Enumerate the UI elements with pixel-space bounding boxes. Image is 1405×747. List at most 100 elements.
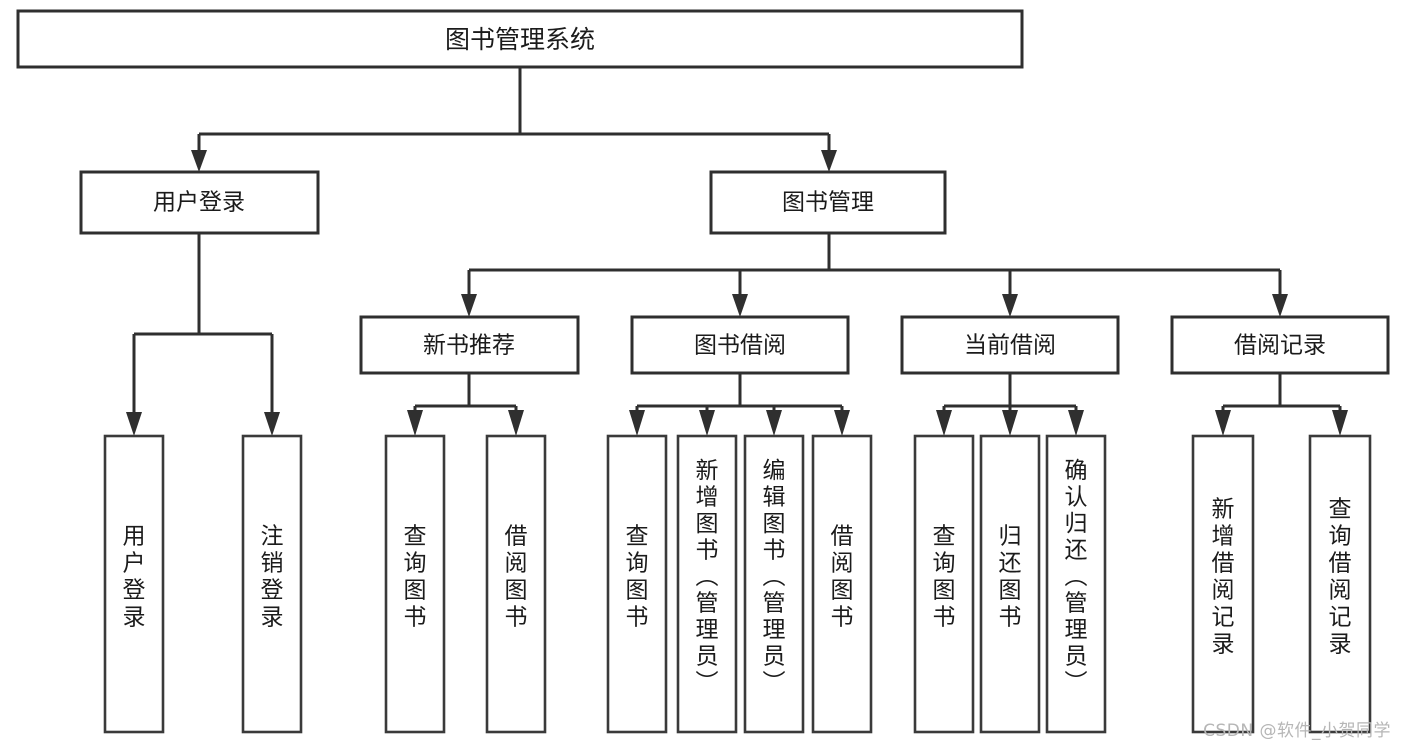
leaf-char: 图 xyxy=(933,578,956,604)
leaf-char: 借 xyxy=(505,524,528,550)
leaf-box-1[interactable] xyxy=(241,434,303,734)
leaf-char: ︵ xyxy=(763,564,786,590)
leaf-box-10[interactable] xyxy=(1045,434,1107,734)
leaf-node-9[interactable]: 归还图书 xyxy=(979,434,1041,734)
leaf-label-11: 新增借阅记录 xyxy=(1212,497,1235,658)
l1-1-box[interactable] xyxy=(709,170,947,235)
leaf-box-5[interactable] xyxy=(676,434,738,734)
arrowhead-leaf-11 xyxy=(1215,410,1231,436)
node-l2-0[interactable]: 新书推荐 xyxy=(359,315,580,375)
arrowhead-to-book-management xyxy=(821,150,837,172)
leaf-box-8[interactable] xyxy=(913,434,975,734)
leaf-label-2: 查询图书 xyxy=(404,524,427,631)
arrowhead-leaf-7 xyxy=(834,410,850,436)
arrowhead-new-book-rec xyxy=(461,294,477,317)
node-l1-1[interactable]: 图书管理 xyxy=(709,170,947,235)
l2-1-box[interactable] xyxy=(630,315,850,375)
leaf-char: 编 xyxy=(763,458,786,484)
leaf-char: 录 xyxy=(123,605,146,631)
leaf-char: 书 xyxy=(404,605,427,631)
leaf-char: 户 xyxy=(123,551,146,577)
leaf-box-6[interactable] xyxy=(743,434,805,734)
leaf-char: 图 xyxy=(505,578,528,604)
leaf-char: 销 xyxy=(261,551,284,577)
leaf-char: 阅 xyxy=(831,551,854,577)
leaf-char: ︵ xyxy=(696,564,719,590)
leaf-char: 书 xyxy=(999,605,1022,631)
arrowhead-leaf-9 xyxy=(1002,410,1018,436)
leaf-char: 新 xyxy=(696,458,719,484)
arrowhead-leaf-5 xyxy=(699,410,715,436)
leaf-char: 录 xyxy=(261,605,284,631)
leaf-char: 阅 xyxy=(505,551,528,577)
arrowhead-leaf-6 xyxy=(766,410,782,436)
leaf-node-8[interactable]: 查询图书 xyxy=(913,434,975,734)
l2-0-box[interactable] xyxy=(359,315,580,375)
leaf-box-7[interactable] xyxy=(811,434,873,734)
leaf-char: 借 xyxy=(831,524,854,550)
leaf-char: 询 xyxy=(933,551,956,577)
leaf-char: 理 xyxy=(763,617,786,643)
leaf-char: ︶ xyxy=(763,670,786,696)
leaf-box-3[interactable] xyxy=(485,434,547,734)
leaf-char: 查 xyxy=(404,524,427,550)
leaf-node-4[interactable]: 查询图书 xyxy=(606,434,668,734)
leaf-char: 辑 xyxy=(763,485,786,511)
leaf-char: 图 xyxy=(696,511,719,537)
leaf-char: 员 xyxy=(1065,644,1088,670)
leaf-box-12[interactable] xyxy=(1308,434,1372,734)
leaf-node-6[interactable]: 编辑图书︵管理员︶ xyxy=(743,434,805,734)
leaf-label-6: 编辑图书︵管理员︶ xyxy=(763,458,786,696)
leaf-node-3[interactable]: 借阅图书 xyxy=(485,434,547,734)
leaf-char: ︶ xyxy=(696,670,719,696)
leaf-label-3: 借阅图书 xyxy=(505,524,528,631)
leaf-char: 记 xyxy=(1212,605,1235,631)
leaf-node-2[interactable]: 查询图书 xyxy=(384,434,446,734)
leaf-char: 书 xyxy=(505,605,528,631)
leaf-node-11[interactable]: 新增借阅记录 xyxy=(1191,434,1255,734)
root-box[interactable] xyxy=(16,9,1024,69)
leaf-node-12[interactable]: 查询借阅记录 xyxy=(1308,434,1372,734)
l1-0-label: 用户登录 xyxy=(153,190,245,216)
connector-layer xyxy=(126,67,1348,436)
leaf-node-5[interactable]: 新增图书︵管理员︶ xyxy=(676,434,738,734)
leaf-node-0[interactable]: 用户登录 xyxy=(103,434,165,734)
leaf-label-0: 用户登录 xyxy=(123,524,146,631)
leaf-node-7[interactable]: 借阅图书 xyxy=(811,434,873,734)
leaf-node-1[interactable]: 注销登录 xyxy=(241,434,303,734)
node-l2-2[interactable]: 当前借阅 xyxy=(900,315,1120,375)
l1-0-box[interactable] xyxy=(79,170,320,235)
l2-2-box[interactable] xyxy=(900,315,1120,375)
leaf-char: 阅 xyxy=(1212,578,1235,604)
l2-3-box[interactable] xyxy=(1170,315,1390,375)
leaf-label-8: 查询图书 xyxy=(933,524,956,631)
leaf-box-9[interactable] xyxy=(979,434,1041,734)
leaf-label-12: 查询借阅记录 xyxy=(1329,497,1352,658)
node-l2-3[interactable]: 借阅记录 xyxy=(1170,315,1390,375)
leaf-char: 询 xyxy=(626,551,649,577)
leaf-char: 注 xyxy=(261,524,284,550)
leaf-char: 图 xyxy=(404,578,427,604)
node-l2-1[interactable]: 图书借阅 xyxy=(630,315,850,375)
leaf-box-11[interactable] xyxy=(1191,434,1255,734)
leaf-char: 查 xyxy=(933,524,956,550)
leaf-char: 理 xyxy=(696,617,719,643)
leaf-box-4[interactable] xyxy=(606,434,668,734)
l2-3-label: 借阅记录 xyxy=(1234,333,1326,359)
leaf-char: 书 xyxy=(933,605,956,631)
leaf-label-9: 归还图书 xyxy=(999,524,1022,631)
leaf-char: 理 xyxy=(1065,617,1088,643)
l2-0-label: 新书推荐 xyxy=(423,333,515,359)
leaf-char: 增 xyxy=(696,485,719,511)
leaf-box-2[interactable] xyxy=(384,434,446,734)
node-l1-0[interactable]: 用户登录 xyxy=(79,170,320,235)
leaf-node-10[interactable]: 确认归还︵管理员︶ xyxy=(1045,434,1107,734)
leaf-char: 还 xyxy=(1065,538,1088,564)
leaf-char: 管 xyxy=(1065,591,1088,617)
leaf-char: 用 xyxy=(123,524,146,550)
node-root[interactable]: 图书管理系统 xyxy=(16,9,1024,69)
arrowhead-leaf-1 xyxy=(264,412,280,436)
leaf-box-0[interactable] xyxy=(103,434,165,734)
